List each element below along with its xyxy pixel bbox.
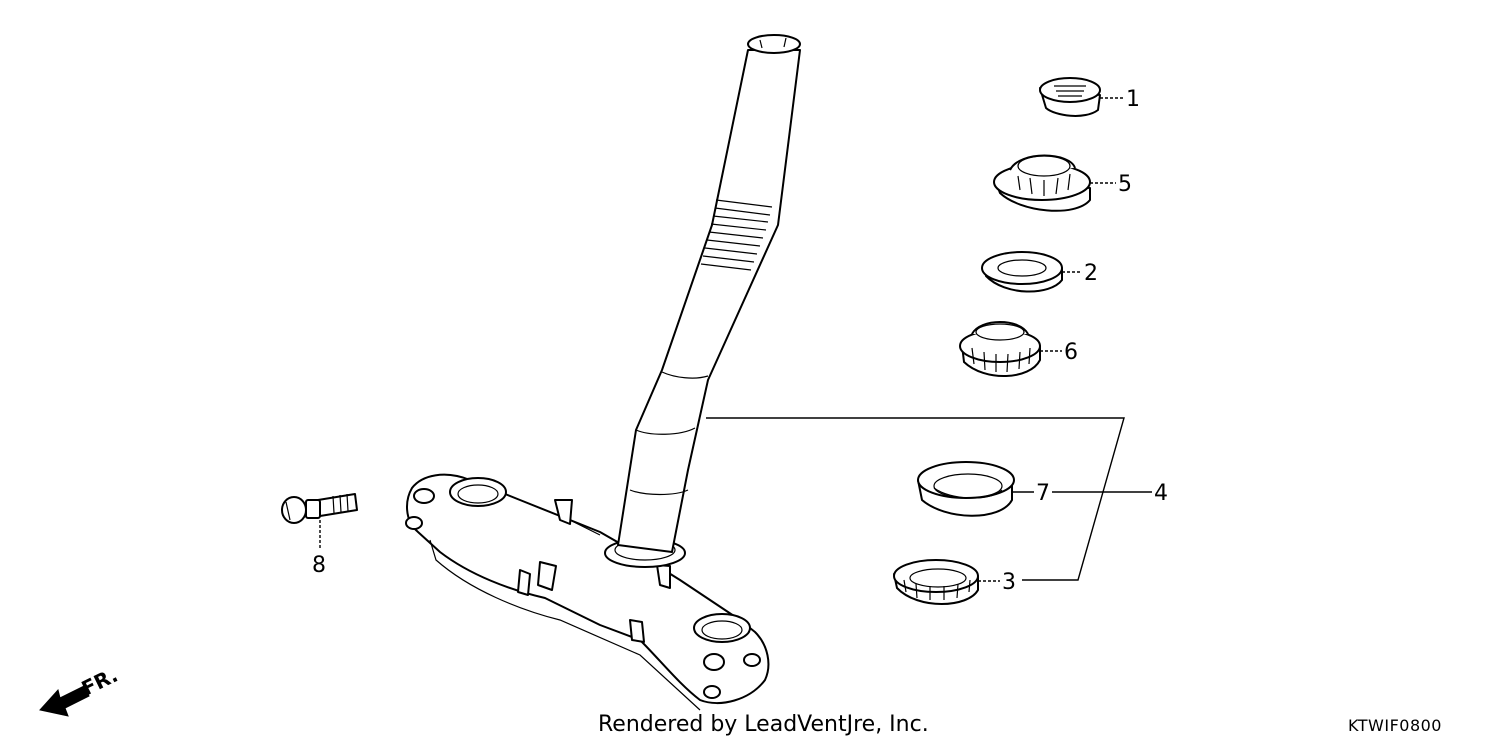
callout-7: 7	[1036, 481, 1050, 506]
front-direction-indicator: FR.	[39, 663, 121, 717]
bearing-part-3	[893, 559, 979, 605]
callout-1: 1	[1126, 87, 1140, 112]
render-credit: Rendered by LeadVentJre, Inc.	[598, 712, 929, 737]
lock-nut-part-1	[1039, 77, 1101, 117]
callout-6: 6	[1064, 340, 1078, 365]
leader-lines	[319, 97, 1152, 582]
callout-8: 8	[312, 553, 326, 578]
bearing-race-part-5	[993, 154, 1091, 212]
callout-5: 5	[1118, 172, 1132, 197]
callout-4: 4	[1154, 481, 1168, 506]
bolt-part-8	[281, 493, 358, 524]
callout-3: 3	[1002, 570, 1016, 595]
callout-labels: 1 5 2 6 7 4 3 8	[312, 87, 1168, 595]
bearing-part-6	[959, 321, 1041, 377]
callout-2: 2	[1084, 261, 1098, 286]
steering-stem-assembly	[405, 34, 801, 711]
front-arrow-icon	[39, 685, 90, 717]
figure-code: KTWIF0800	[1348, 716, 1442, 735]
dust-seal-part-2	[981, 251, 1063, 293]
bearing-race-part-7	[917, 461, 1015, 517]
